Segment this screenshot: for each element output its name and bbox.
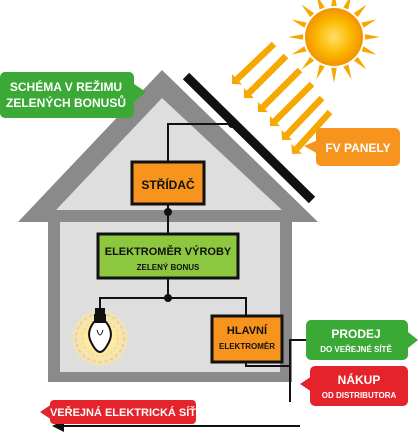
sunlight-arrows bbox=[232, 41, 333, 154]
purchase-label: NÁKUP bbox=[338, 372, 381, 387]
sun-icon bbox=[288, 0, 380, 83]
sun-ray bbox=[331, 0, 337, 7]
junction-dot bbox=[228, 120, 236, 128]
purchase-sublabel: OD DISTRIBUTORA bbox=[322, 391, 397, 400]
grid-label: VEŘEJNÁ ELEKTRICKÁ SÍŤ bbox=[50, 406, 196, 419]
sun-ray bbox=[364, 34, 380, 40]
main-meter-box: HLAVNÍ ELEKTROMĚR bbox=[210, 314, 284, 364]
wire-panel-inverter bbox=[167, 123, 232, 162]
production-meter-box: ELEKTROMĚR VÝROBY ZELENÝ BONUS bbox=[96, 232, 240, 280]
inverter-label: STŘÍDAČ bbox=[141, 177, 195, 192]
sun-ray bbox=[316, 64, 325, 80]
sun-ray bbox=[353, 4, 367, 18]
sun-ray bbox=[343, 0, 351, 10]
junction-dot bbox=[164, 294, 172, 302]
title-line-1: SCHÉMA V REŽIMU bbox=[10, 79, 122, 94]
sun-ray bbox=[291, 19, 307, 28]
fv-panels-callout: FV PANELY bbox=[304, 128, 400, 166]
production-meter-sublabel: ZELENÝ BONUS bbox=[137, 263, 200, 272]
sunlight-arrow bbox=[232, 41, 277, 85]
sale-label: PRODEJ bbox=[331, 327, 380, 341]
sunlight-arrow bbox=[281, 95, 325, 140]
sunlight-arrow bbox=[269, 81, 315, 127]
sun-ray bbox=[331, 67, 337, 83]
sunlight-arrow bbox=[257, 67, 303, 113]
sun-ray bbox=[291, 46, 307, 55]
title-callout: SCHÉMA V REŽIMU ZELENÝCH BONUSŮ bbox=[0, 72, 146, 118]
sale-sublabel: DO VEŘEJNÉ SÍTĚ bbox=[320, 345, 392, 354]
sun-ray bbox=[288, 34, 304, 40]
sun-ray bbox=[361, 19, 377, 28]
production-meter-label: ELEKTROMĚR VÝROBY bbox=[105, 245, 232, 258]
main-meter-label: HLAVNÍ bbox=[227, 324, 268, 337]
fv-panels-label: FV PANELY bbox=[325, 141, 390, 155]
light-bulb-icon bbox=[72, 308, 128, 366]
sun-ray bbox=[301, 4, 315, 18]
sun-ray bbox=[343, 64, 352, 80]
sun-ray bbox=[301, 56, 315, 70]
junction-dot bbox=[164, 208, 172, 216]
inverter-box: STŘÍDAČ bbox=[130, 160, 206, 206]
main-meter-sublabel: ELEKTROMĚR bbox=[219, 342, 275, 351]
sunlight-arrow bbox=[243, 53, 289, 99]
sun-ray bbox=[353, 56, 367, 70]
wire-bus bbox=[99, 297, 247, 316]
sun-ray bbox=[361, 46, 377, 55]
sunlight-arrow bbox=[291, 109, 333, 154]
sun-ray bbox=[317, 0, 325, 10]
purchase-callout: NÁKUP OD DISTRIBUTORA bbox=[300, 366, 408, 406]
grid-callout: VEŘEJNÁ ELEKTRICKÁ SÍŤ bbox=[40, 400, 196, 424]
solar-panel bbox=[182, 72, 316, 204]
title-line-2: ZELENÝCH BONUSŮ bbox=[6, 94, 126, 110]
sale-callout: PRODEJ DO VEŘEJNÉ SÍTĚ bbox=[306, 320, 418, 360]
